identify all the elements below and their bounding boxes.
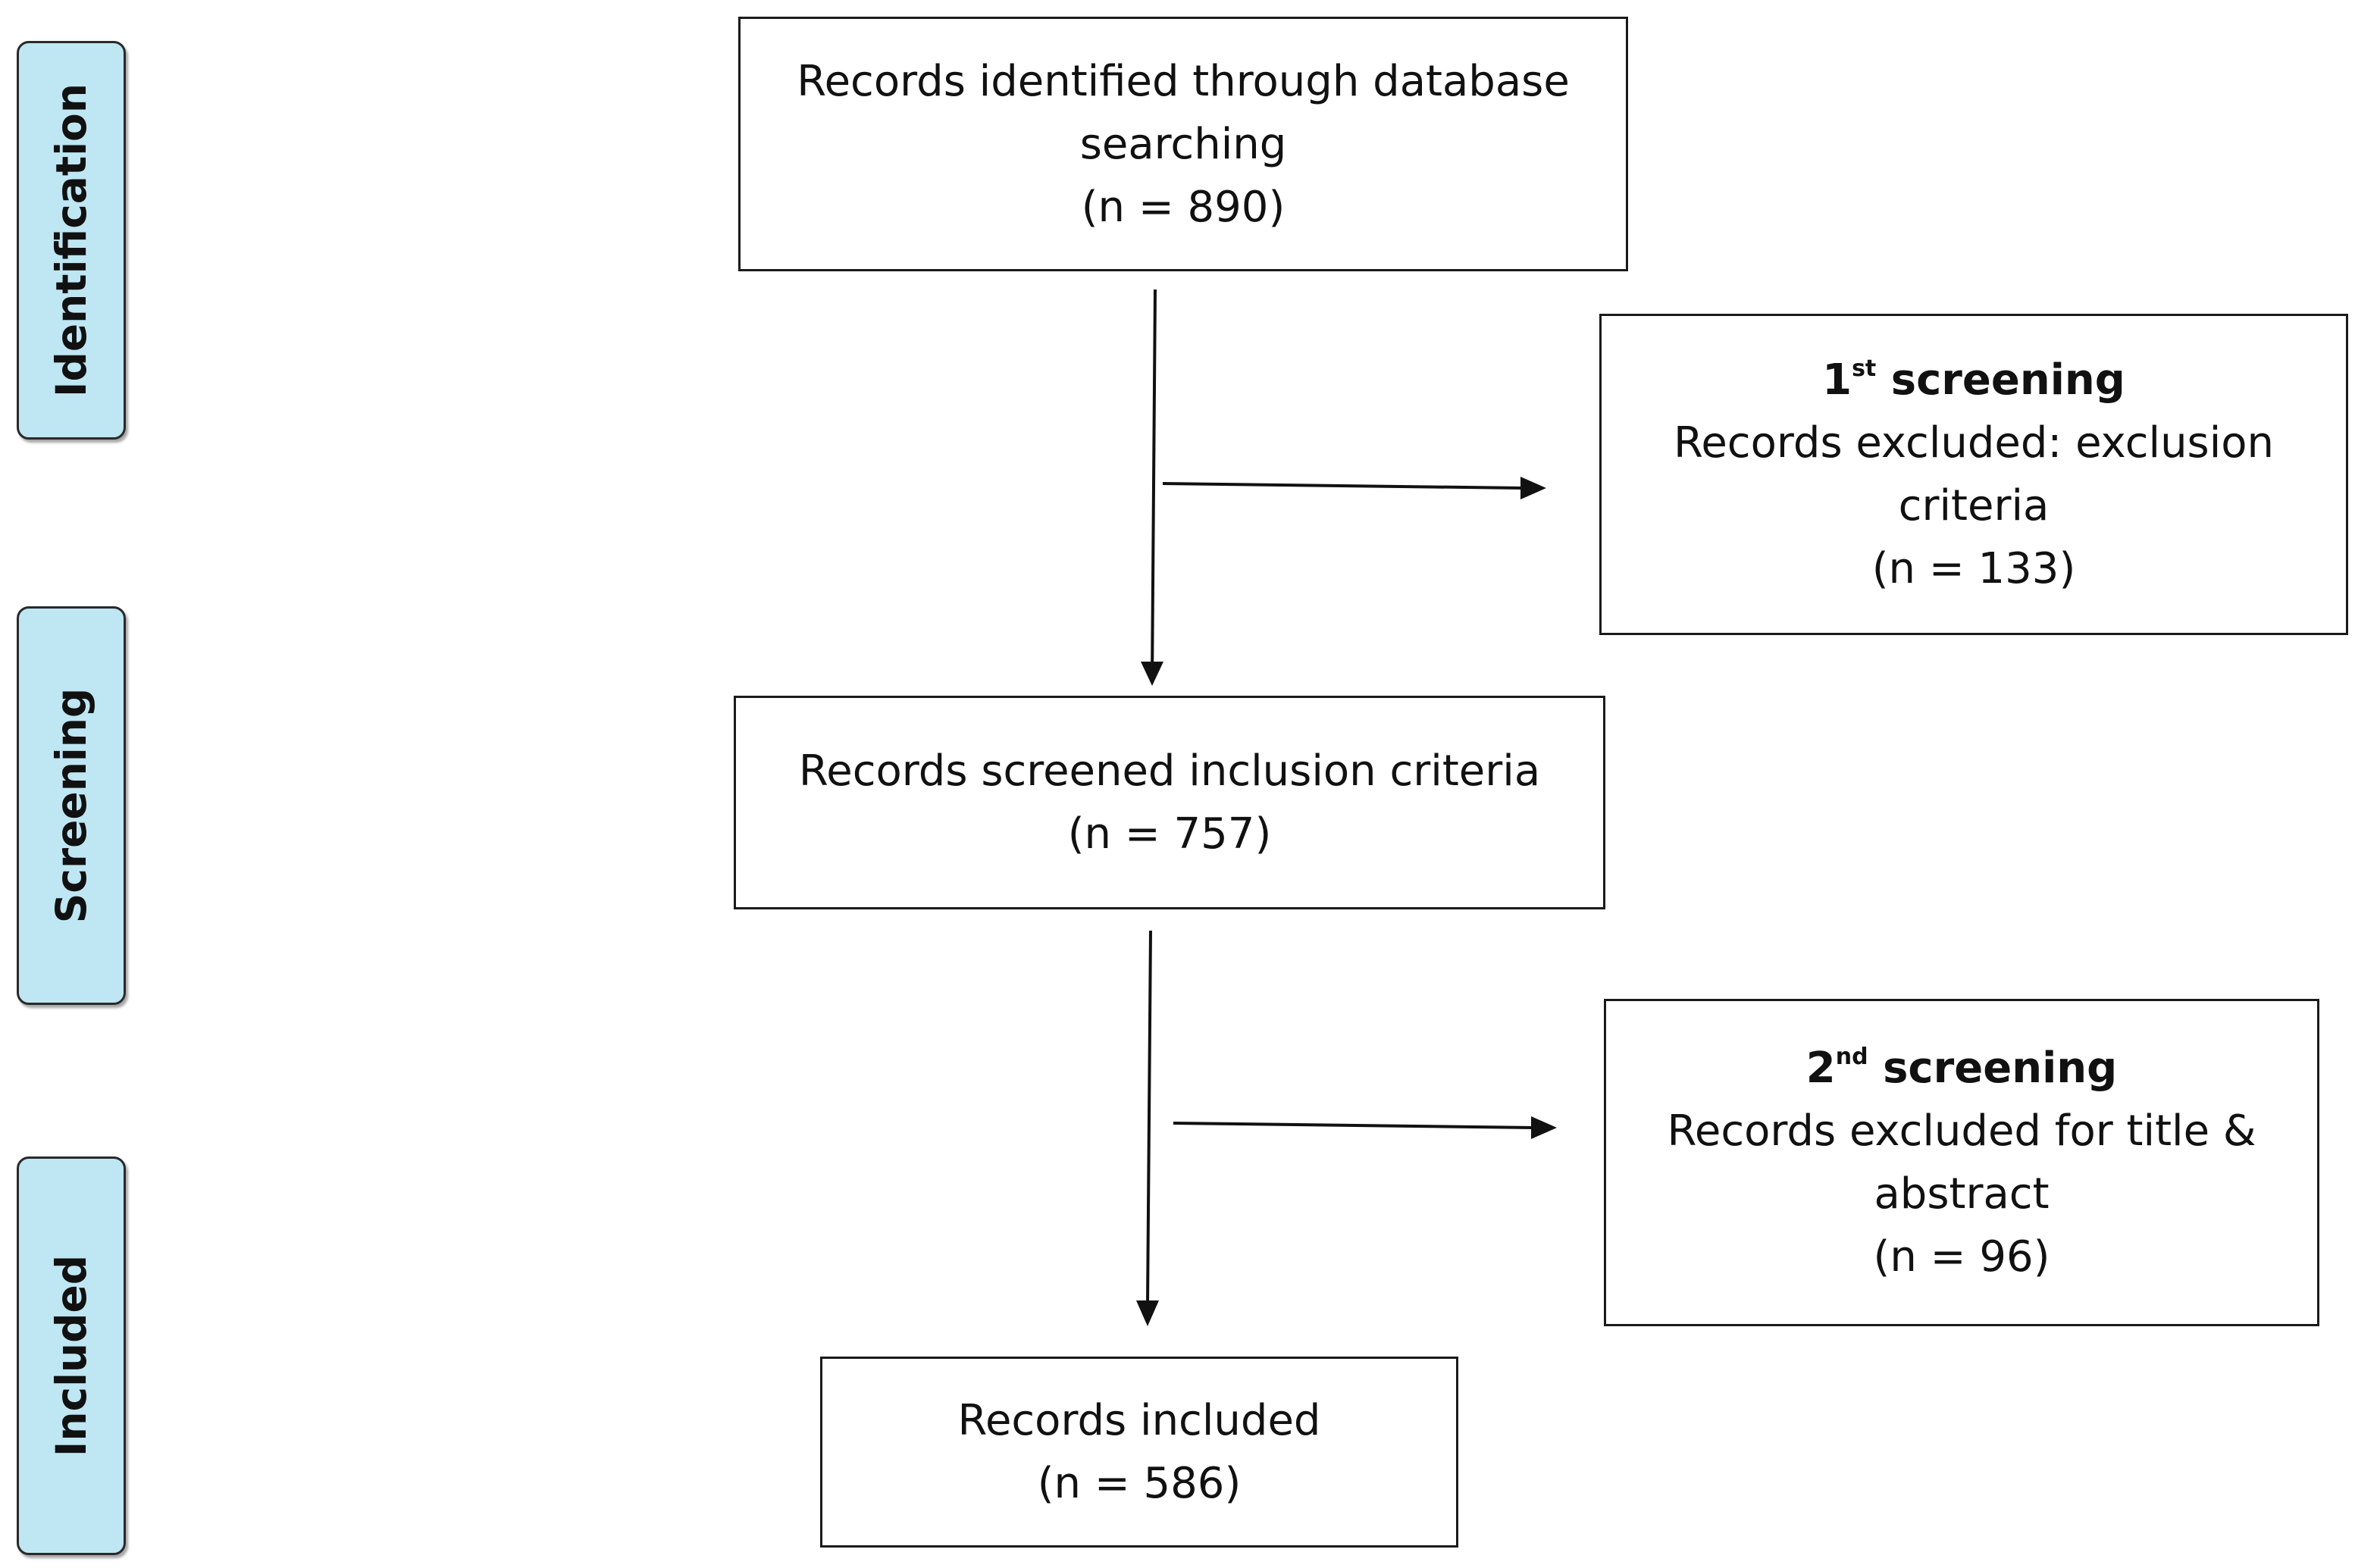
box-first-screening-excluded: 1st screening Records excluded: exclusio… — [1599, 314, 2348, 635]
second-screening-heading-text: screening — [1883, 1044, 2118, 1093]
box-identified-text-line2: searching — [1079, 119, 1287, 169]
first-screening-ordinal-suffix: st — [1852, 355, 1877, 382]
arrow-screened-to-included — [1146, 930, 1152, 1306]
second-screening-ordinal-number: 2 — [1805, 1044, 1836, 1093]
box-identified-count: (n = 890) — [1081, 182, 1286, 232]
box-included-text-line1: Records included — [957, 1396, 1321, 1445]
box-first-screening-text-line2: criteria — [1898, 481, 2050, 530]
box-second-screening-text-line1: Records excluded for title & — [1667, 1106, 2256, 1156]
arrowhead-to-second-exclusion — [1531, 1116, 1557, 1139]
stage-identification-label: Identification — [47, 83, 96, 398]
box-screened-count: (n = 757) — [1067, 809, 1272, 859]
box-second-screening-excluded: 2nd screening Records excluded for title… — [1604, 999, 2319, 1326]
box-included-count: (n = 586) — [1037, 1459, 1242, 1508]
arrowhead-identified-to-screened — [1141, 662, 1163, 686]
box-first-screening-text-line1: Records excluded: exclusion — [1673, 418, 2275, 468]
box-second-screening-count: (n = 96) — [1873, 1232, 2050, 1282]
box-first-screening-count: (n = 133) — [1871, 544, 2076, 593]
box-second-screening-text-line2: abstract — [1874, 1169, 2050, 1219]
box-screened-text-line1: Records screened inclusion criteria — [798, 746, 1541, 796]
box-records-screened: Records screened inclusion criteria (n =… — [734, 696, 1605, 909]
arrow-to-first-exclusion — [1162, 482, 1524, 490]
stage-identification: Identification — [17, 41, 126, 440]
arrow-identified-to-screened — [1151, 289, 1157, 683]
arrowhead-to-first-exclusion — [1520, 477, 1546, 499]
arrowhead-screened-to-included — [1136, 1300, 1159, 1326]
box-identified-text-line1: Records identified through database — [797, 56, 1570, 106]
box-first-screening-heading: 1st screening — [1822, 349, 2125, 412]
stage-screening-label: Screening — [47, 687, 96, 924]
second-screening-ordinal-suffix: nd — [1835, 1044, 1868, 1070]
stage-included: Included — [17, 1156, 126, 1555]
arrow-to-second-exclusion — [1173, 1122, 1535, 1129]
first-screening-heading-text: screening — [1890, 355, 2125, 405]
first-screening-ordinal-number: 1 — [1822, 355, 1852, 405]
stage-included-label: Included — [47, 1254, 96, 1457]
stage-screening: Screening — [17, 606, 126, 1005]
box-second-screening-heading: 2nd screening — [1806, 1037, 2117, 1100]
box-records-identified: Records identified through database sear… — [738, 17, 1628, 271]
box-records-included: Records included (n = 586) — [820, 1357, 1458, 1548]
